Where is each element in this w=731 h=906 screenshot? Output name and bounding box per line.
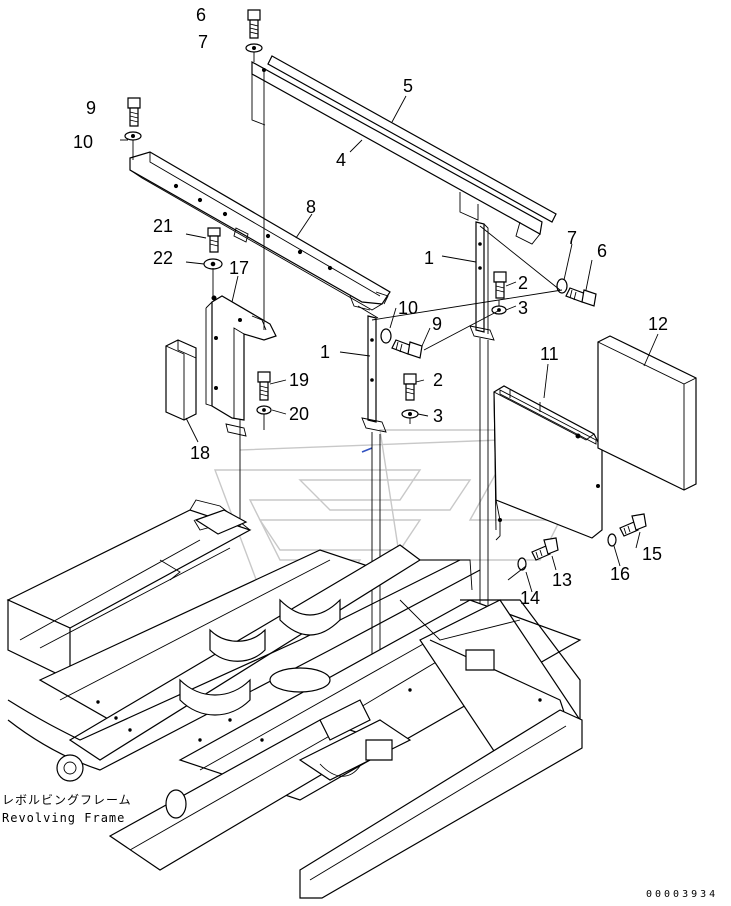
callout-2: 2 — [518, 273, 528, 293]
callout-10: 10 — [73, 132, 93, 152]
stay-part-1-right — [469, 221, 495, 341]
bolt-icon — [257, 371, 271, 401]
callout-3-lower: 3 — [433, 406, 443, 426]
callout-5: 5 — [403, 76, 413, 96]
pad-part-12 — [597, 335, 697, 491]
stay-part-1-center — [357, 305, 387, 453]
callout-14: 14 — [520, 588, 540, 608]
callout-7-right: 7 — [567, 228, 577, 248]
bolt-icon — [531, 537, 559, 561]
bolt-icon — [493, 271, 507, 299]
pad-part-18 — [165, 339, 197, 421]
callout-21: 21 — [153, 216, 173, 236]
drawing-number: 00003934 — [646, 889, 718, 900]
callout-7: 7 — [198, 32, 208, 52]
callout-1-center: 1 — [320, 342, 330, 362]
callout-17: 17 — [229, 258, 249, 278]
leader-lines — [120, 95, 659, 593]
washer-icon — [380, 328, 392, 344]
callout-22: 22 — [153, 248, 173, 268]
callout-9-center: 9 — [432, 314, 442, 334]
callout-1: 1 — [424, 248, 434, 268]
washer-icon — [607, 533, 617, 547]
bolt-icon — [619, 513, 647, 537]
cover-plate-part-4 — [251, 60, 543, 245]
callout-6-right: 6 — [597, 241, 607, 261]
revolving-frame — [6, 499, 583, 899]
callout-9: 9 — [86, 98, 96, 118]
callout-6: 6 — [196, 5, 206, 25]
bracket-part-17 — [205, 295, 277, 437]
frame-caption-jp: レボルビングフレーム — [2, 793, 132, 807]
bracket-part-8 — [129, 151, 391, 311]
frame-caption-en: Revolving Frame — [2, 811, 125, 825]
callout-16: 16 — [610, 564, 630, 584]
cover-rail-part-5 — [267, 55, 557, 223]
callout-19: 19 — [289, 370, 309, 390]
callout-10-center: 10 — [398, 298, 418, 318]
callout-13: 13 — [552, 570, 572, 590]
callout-12: 12 — [648, 314, 668, 334]
callout-labels: 6 7 5 4 9 10 8 21 22 17 1 7 6 2 3 10 9 1… — [73, 5, 668, 608]
washer-icon — [517, 557, 527, 571]
bolt-icon — [247, 9, 261, 39]
callout-20: 20 — [289, 404, 309, 424]
bolt-icon — [207, 227, 221, 253]
callout-15: 15 — [642, 544, 662, 564]
bolt-icon — [127, 97, 141, 127]
bolt-icon — [565, 287, 597, 307]
callout-3: 3 — [518, 298, 528, 318]
bolt-icon — [391, 339, 423, 359]
callout-18: 18 — [190, 443, 210, 463]
callout-4: 4 — [336, 150, 346, 170]
callout-11: 11 — [540, 344, 559, 364]
cover-part-11 — [493, 385, 603, 539]
bolt-icon — [403, 373, 417, 401]
callout-8: 8 — [306, 197, 316, 217]
callout-2-lower: 2 — [433, 370, 443, 390]
